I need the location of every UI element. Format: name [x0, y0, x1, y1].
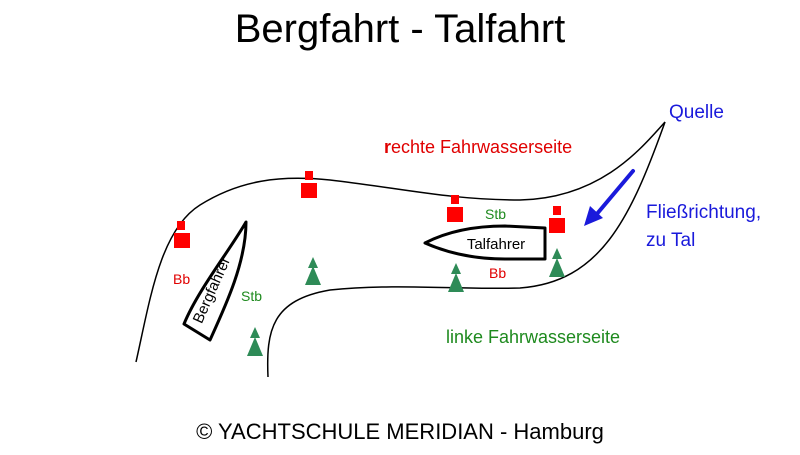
flow-direction-sublabel: zu Tal	[646, 230, 695, 251]
left-bank-label: linke Fahrwasserseite	[446, 327, 620, 347]
copyright-footer: © YACHTSCHULE MERIDIAN - Hamburg	[196, 419, 604, 444]
green-buoy	[448, 263, 464, 292]
right-bank-label-rest: echte Fahrwasserseite	[391, 137, 572, 157]
right-bank-label-initial: r	[384, 137, 391, 157]
red-buoy	[174, 221, 190, 248]
red-buoy	[549, 206, 565, 233]
upstream-port-label: Bb	[173, 271, 190, 287]
right-river-bank	[135, 121, 666, 363]
flow-arrow-icon	[584, 169, 635, 226]
red-buoy	[447, 195, 463, 222]
green-buoy	[247, 327, 263, 356]
downstream-starboard-label: Stb	[485, 206, 506, 222]
red-buoy	[301, 171, 317, 198]
green-buoy	[549, 248, 565, 277]
green-buoy	[305, 257, 321, 285]
downstream-boat	[423, 224, 547, 261]
downstream-boat-label: Talfahrer	[467, 236, 525, 253]
diagram-title: Bergfahrt - Talfahrt	[235, 7, 566, 51]
upstream-boat	[182, 220, 248, 342]
flow-direction-label: Fließrichtung,	[646, 202, 761, 223]
downstream-port-label: Bb	[489, 265, 506, 281]
source-label: Quelle	[669, 102, 724, 123]
right-bank-label: rechte Fahrwasserseite	[384, 137, 572, 157]
upstream-starboard-label: Stb	[241, 288, 262, 304]
